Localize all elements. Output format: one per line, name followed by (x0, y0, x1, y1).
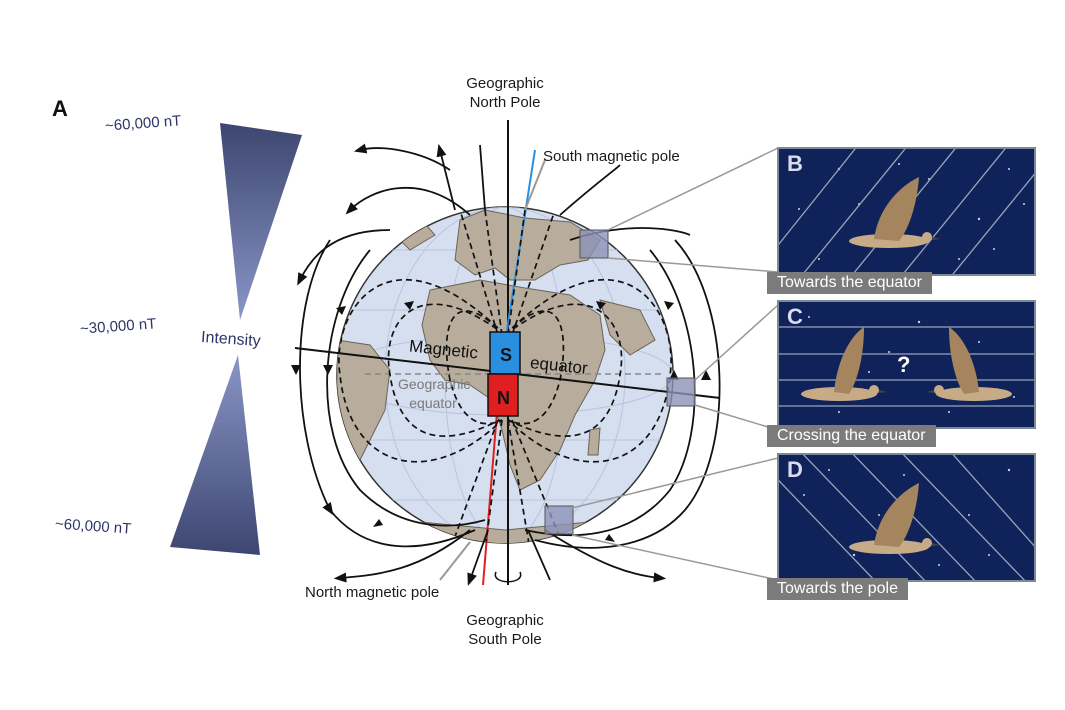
bird-b (849, 177, 941, 248)
north-pole-line1: Geographic (466, 75, 544, 92)
magnet-s-label: S (500, 345, 513, 365)
inset-c-sky (779, 302, 1034, 427)
north-magnetic-pole-label: North magnetic pole (305, 584, 440, 601)
magnet-n (487, 373, 519, 417)
inset-d-letter: D (787, 457, 803, 482)
intensity-top-wedge (220, 123, 302, 320)
geographic-north-pole-label: Geographic North Pole (455, 74, 555, 112)
intensity-bottom-wedge (170, 355, 260, 555)
south-pole-line2: South Pole (468, 631, 542, 648)
inset-c: C ? (777, 300, 1036, 429)
marker-box-c (666, 377, 696, 407)
earth-field-diagram (291, 120, 721, 586)
inset-c-letter: C (787, 304, 803, 329)
north-pole-line2: North Pole (469, 94, 541, 111)
inset-c-caption: Crossing the equator (767, 425, 936, 447)
inset-d: D (777, 453, 1036, 582)
marker-box-d (544, 505, 574, 535)
bird-c-right (926, 327, 1012, 401)
north-pole-pointer (439, 541, 471, 581)
magnet-s (489, 331, 521, 375)
inset-b-letter: B (787, 151, 803, 176)
geographic-equator-line2: equator (409, 395, 457, 411)
panel-letter-a: A (52, 96, 68, 121)
inset-b-caption: Towards the equator (767, 272, 932, 294)
bird-d (849, 483, 941, 554)
south-pole-pointer (524, 159, 546, 211)
south-magnetic-pole-label: South magnetic pole (543, 148, 680, 165)
geographic-equator-line1: Geographic (398, 376, 471, 392)
geographic-equator-label: Geographic equator (398, 375, 471, 413)
intensity-hourglass (170, 123, 302, 555)
inset-connectors (571, 147, 779, 581)
inset-d-caption: Towards the pole (767, 578, 908, 600)
inset-b-sky (779, 149, 1034, 274)
bird-c-left (801, 327, 887, 401)
south-pole-line1: Geographic (466, 612, 544, 629)
inset-b: B (777, 147, 1036, 276)
intensity-middle-label: ~30,000 nT (79, 315, 157, 338)
intensity-bottom-label: ~60,000 nT (54, 515, 132, 538)
magnet-n-label: N (497, 388, 510, 408)
geographic-south-pole-label: Geographic South Pole (455, 611, 555, 649)
rotation-arrow (494, 571, 522, 583)
inset-c-question: ? (897, 352, 911, 377)
inset-d-sky (779, 455, 1034, 580)
marker-box-b (579, 229, 609, 259)
internal-field-lines (338, 209, 672, 543)
